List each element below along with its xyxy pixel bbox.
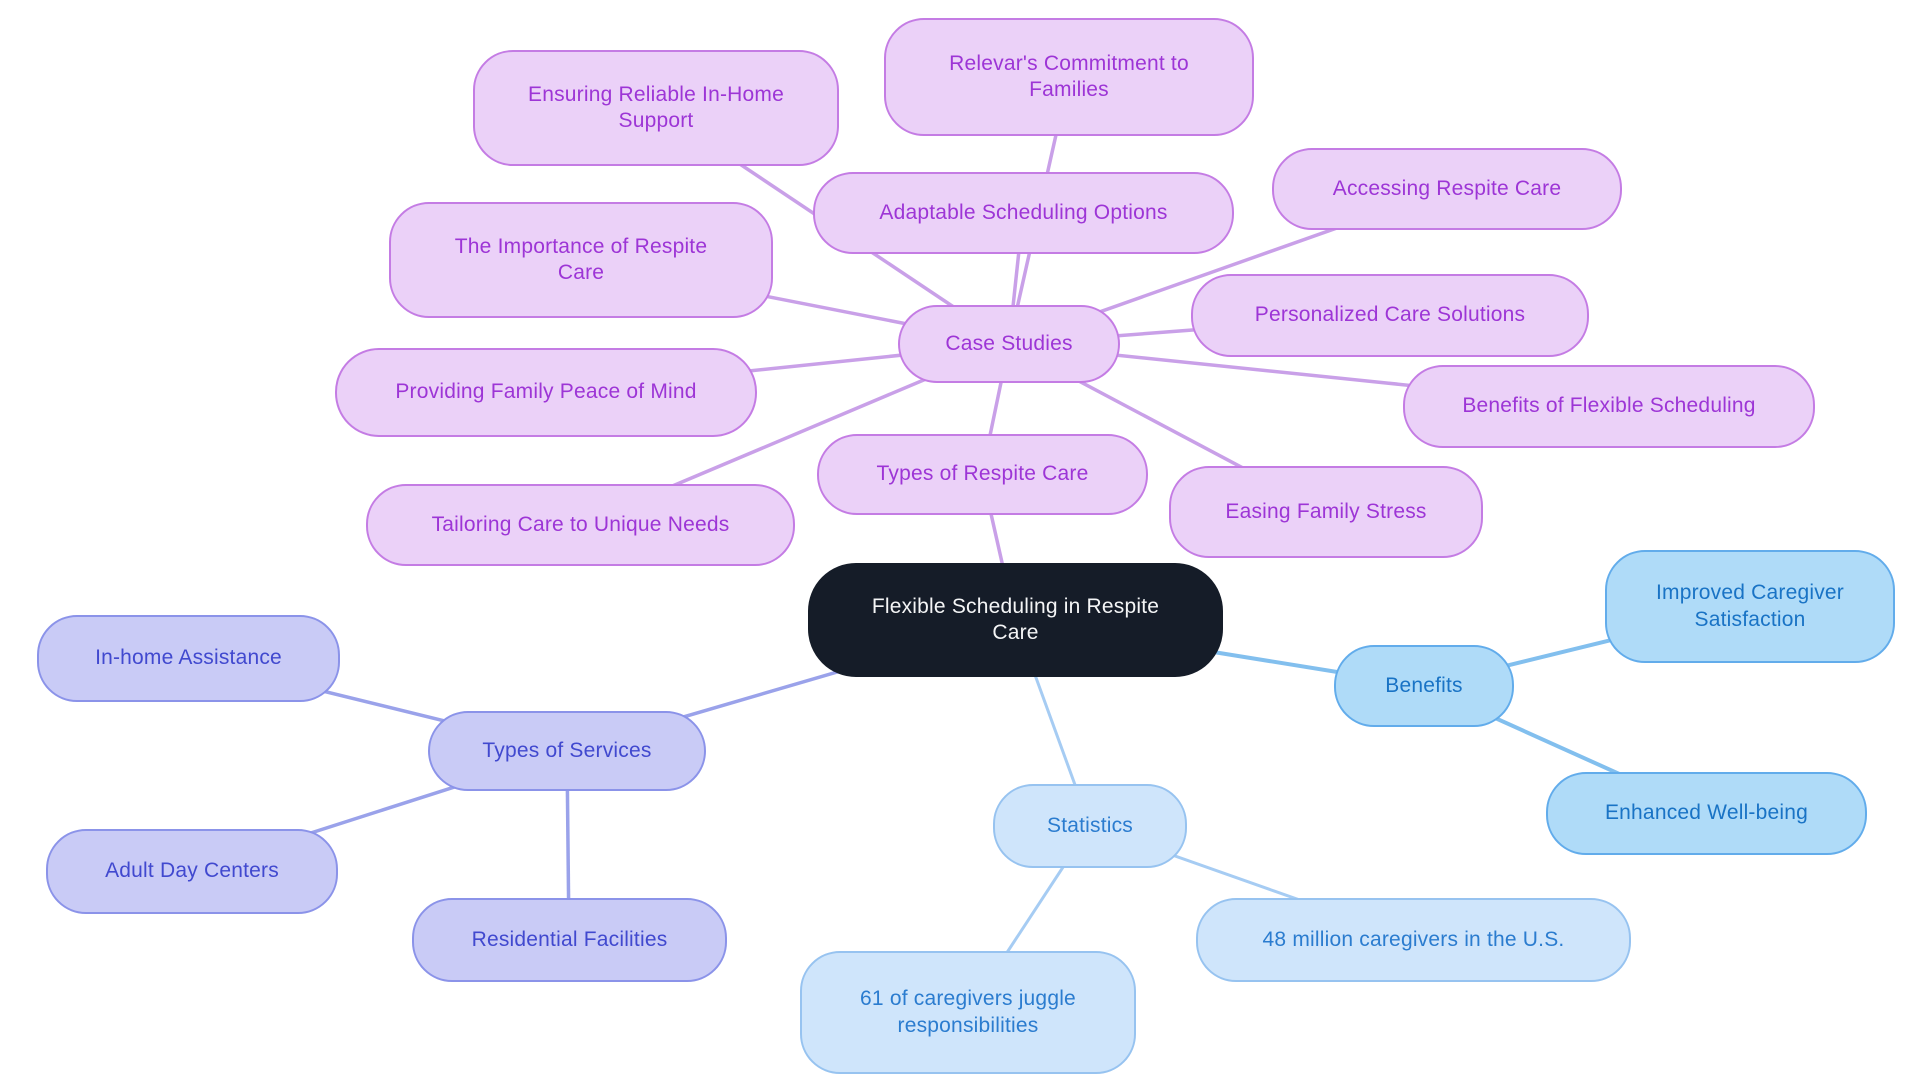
node-providing-family-peace-of-mind: Providing Family Peace of Mind	[335, 348, 757, 437]
node-benefits-hub: Benefits	[1334, 645, 1514, 727]
node-central-flexible-scheduling: Flexible Scheduling in Respite Care	[808, 563, 1223, 677]
node-improved-caregiver-satisfaction: Improved Caregiver Satisfaction	[1605, 550, 1895, 663]
node-ensuring-reliable-in-home-support: Ensuring Reliable In-Home Support	[473, 50, 839, 166]
node-benefits-of-flexible-scheduling: Benefits of Flexible Scheduling	[1403, 365, 1815, 448]
node-types-of-services-hub: Types of Services	[428, 711, 706, 791]
node-in-home-assistance: In-home Assistance	[37, 615, 340, 702]
node-personalized-care-solutions: Personalized Care Solutions	[1191, 274, 1589, 357]
node-easing-family-stress: Easing Family Stress	[1169, 466, 1483, 558]
node-adaptable-scheduling-options: Adaptable Scheduling Options	[813, 172, 1234, 254]
node-relevars-commitment-to-families: Relevar's Commitment to Families	[884, 18, 1254, 136]
node-adult-day-centers: Adult Day Centers	[46, 829, 338, 914]
node-enhanced-well-being: Enhanced Well-being	[1546, 772, 1867, 855]
node-tailoring-care-to-unique-needs: Tailoring Care to Unique Needs	[366, 484, 795, 566]
node-accessing-respite-care: Accessing Respite Care	[1272, 148, 1622, 230]
node-61-caregivers-juggle: 61 of caregivers juggle responsibilities	[800, 951, 1136, 1074]
node-statistics-hub: Statistics	[993, 784, 1187, 868]
node-case-studies-hub: Case Studies	[898, 305, 1120, 383]
node-types-of-respite-care: Types of Respite Care	[817, 434, 1148, 515]
node-residential-facilities: Residential Facilities	[412, 898, 727, 982]
node-importance-of-respite-care: The Importance of Respite Care	[389, 202, 773, 318]
node-48-million-caregivers: 48 million caregivers in the U.S.	[1196, 898, 1631, 982]
